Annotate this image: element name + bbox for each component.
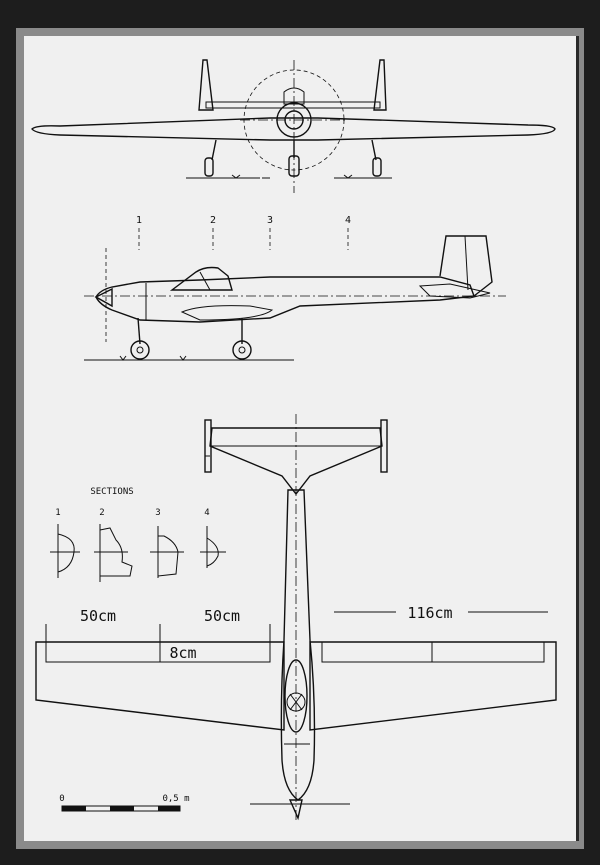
scale-bar-segment-3 <box>158 806 180 811</box>
front-view <box>31 59 556 193</box>
side-view-tailplane <box>418 283 491 299</box>
dimension-label-50cm-left: 50cm <box>80 607 116 625</box>
front-view-wing <box>31 117 556 141</box>
side-view-canopy-frame <box>199 271 211 291</box>
scale-bar-segment-2 <box>110 806 134 811</box>
plan-view-spinner <box>288 799 303 821</box>
section-1-profile <box>57 533 75 573</box>
side-view-fin <box>439 235 493 297</box>
front-view-left-fin <box>198 59 214 111</box>
side-view-canopy <box>169 266 233 291</box>
plan-view-right-wing <box>309 641 557 731</box>
plan-view <box>35 414 557 821</box>
dimension-label-span: 116cm <box>407 604 452 622</box>
front-view-right-leg <box>371 139 377 161</box>
side-view-nose-hub <box>136 346 144 354</box>
side-view-wing-root <box>180 305 274 321</box>
side-view-nose-wheel <box>130 340 150 360</box>
section-2-profile <box>99 527 133 577</box>
side-view-main-wheel <box>232 340 252 360</box>
dimension-label-chord: 8cm <box>169 644 196 662</box>
scale-bar-start-label: 0 <box>59 794 64 804</box>
section-number-2: 2 <box>99 508 104 518</box>
front-view-left-wheel <box>204 157 214 177</box>
front-view-ground <box>186 174 392 179</box>
front-view-nose-wheel <box>288 155 300 177</box>
side-view: 1 2 3 4 <box>84 215 506 361</box>
side-view-main-hub <box>238 346 246 354</box>
front-view-tailplane <box>205 101 381 109</box>
dimension-label-50cm-right: 50cm <box>204 607 240 625</box>
plan-view-left-fin <box>204 419 212 473</box>
side-view-spinner <box>94 287 113 308</box>
side-view-nose-leg <box>137 317 141 345</box>
station-marker-4: 4 <box>345 215 351 226</box>
sections-inset: SECTIONS 1 2 3 4 <box>50 487 226 582</box>
section-number-4: 4 <box>204 508 209 518</box>
scale-bar: 0 0,5 m <box>59 794 190 812</box>
station-marker-3: 3 <box>267 215 273 226</box>
side-view-ground <box>84 355 294 361</box>
station-marker-2: 2 <box>210 215 216 226</box>
front-view-canopy <box>283 87 305 105</box>
plan-view-left-aileron <box>45 641 271 663</box>
station-marker-1: 1 <box>136 215 142 226</box>
front-view-left-leg <box>211 139 217 161</box>
section-4-profile <box>206 537 219 567</box>
section-3-profile <box>157 535 179 577</box>
front-view-right-fin <box>373 59 387 111</box>
section-number-3: 3 <box>155 508 160 518</box>
side-view-rudder-hinge <box>464 235 469 291</box>
side-view-fuselage <box>95 276 475 323</box>
plan-view-right-fin <box>380 419 388 473</box>
front-view-right-wheel <box>372 157 382 177</box>
drawing-sheet <box>24 36 579 841</box>
plan-view-canopy <box>284 659 308 733</box>
plan-view-seat <box>286 692 306 712</box>
scale-bar-segment-1 <box>62 806 86 811</box>
sections-title: SECTIONS <box>90 487 133 497</box>
plan-view-right-aileron <box>321 641 545 663</box>
section-number-1: 1 <box>55 508 60 518</box>
plan-view-seat-line-2 <box>289 693 303 711</box>
scale-bar-end-label: 0,5 m <box>162 794 189 804</box>
